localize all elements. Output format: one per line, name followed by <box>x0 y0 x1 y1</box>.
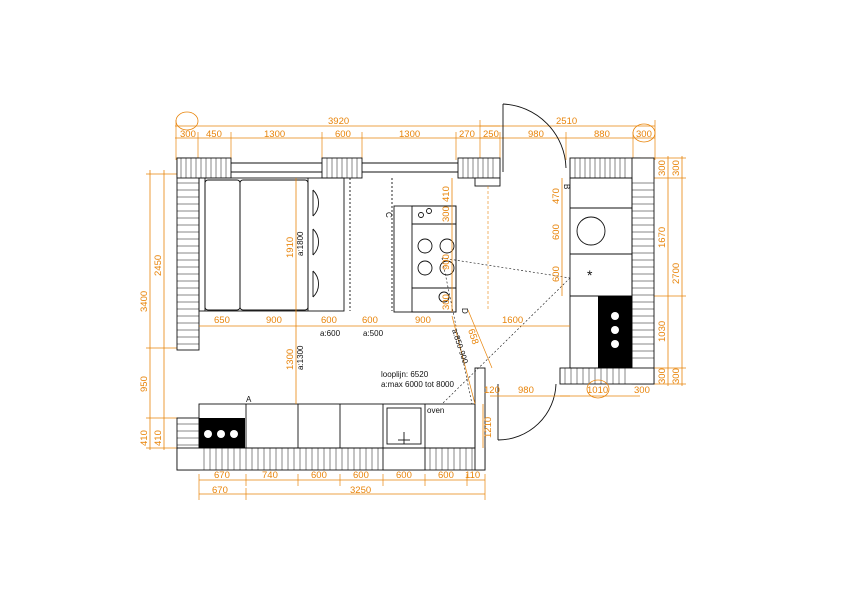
mark-d: D <box>460 308 469 314</box>
walkline-lines <box>441 186 571 405</box>
dim-left-410-outer: 410 <box>139 430 150 446</box>
dim-right-300-outer: 300 <box>671 160 682 176</box>
dim-top-seg-6: 250 <box>483 129 499 140</box>
dim-bottom-600a: 600 <box>311 470 327 481</box>
bottom-counter <box>198 403 476 449</box>
dim-hob-900: 900 <box>441 254 452 270</box>
dim-right-cab-600b: 600 <box>551 266 562 282</box>
dim-top-total: 3920 <box>328 116 349 127</box>
dim-bottom-600d: 600 <box>438 470 454 481</box>
dim-right-1030: 1030 <box>657 321 668 342</box>
left-dimension-lines <box>146 170 178 450</box>
dim-bottom-600b: 600 <box>353 470 369 481</box>
label-a1800: a:1800 <box>296 231 305 256</box>
dim-right-cab-600a: 600 <box>551 224 562 240</box>
dim-top-seg-8: 880 <box>594 129 610 140</box>
dim-top-seg-7: 980 <box>528 129 544 140</box>
dim-door-1010: 1010 <box>587 385 608 396</box>
dim-row1-900b: 900 <box>415 315 431 326</box>
dim-door-300: 300 <box>634 385 650 396</box>
dim-row1-600b: 600 <box>362 315 378 326</box>
interior-dimension-lines <box>199 178 640 495</box>
door-top <box>502 103 567 172</box>
mark-a: A <box>246 395 252 404</box>
dim-top-seg-1: 450 <box>206 129 222 140</box>
mark-c: C <box>384 212 393 218</box>
dim-right-300-outer-bottom: 300 <box>671 368 682 384</box>
bench-seating <box>198 177 393 312</box>
dim-row1-600a: 600 <box>321 315 337 326</box>
dim-right-300-bottom: 300 <box>657 368 668 384</box>
dim-right-cab-470: 470 <box>551 188 562 204</box>
dim-658: 658 <box>465 328 480 346</box>
right-tall-cabinets <box>569 177 633 369</box>
dim-left-2450: 2450 <box>153 255 164 276</box>
top-dimension-lines <box>175 111 656 160</box>
dim-right-300-top: 300 <box>657 160 668 176</box>
walkline-range: a:max 6000 tot 8000 <box>381 380 454 389</box>
dim-left-outer: 3400 <box>139 291 150 312</box>
dim-top-seg-5: 270 <box>459 129 475 140</box>
dim-door-120: 120 <box>484 385 500 396</box>
dim-bottom-670-b: 670 <box>212 485 228 496</box>
label-a600: a:600 <box>320 329 341 338</box>
dim-bottom-740: 740 <box>262 470 278 481</box>
dim-1910: 1910 <box>285 237 296 258</box>
dim-top-seg-0: 300 <box>180 129 196 140</box>
dim-right-outer: 2700 <box>671 263 682 284</box>
dim-top-seg-9: 300 <box>636 129 652 140</box>
walls <box>176 157 655 471</box>
dim-left-950: 950 <box>139 376 150 392</box>
dim-top-seg-3: 600 <box>335 129 351 140</box>
dim-bottom-110: 110 <box>465 470 480 481</box>
dim-door-980: 980 <box>518 385 534 396</box>
label-a1300: a:1300 <box>296 345 305 370</box>
dim-door-1210: 1210 <box>483 417 494 438</box>
dim-bottom-3250: 3250 <box>350 485 371 496</box>
dim-1300-interior: 1300 <box>285 349 296 370</box>
bottom-dim-ticks <box>198 474 486 500</box>
dim-hob-410: 410 <box>441 186 452 202</box>
oven-label: oven <box>427 406 444 415</box>
mark-b: B <box>562 184 571 189</box>
door-bottom-right <box>497 383 557 441</box>
dim-row1-900: 900 <box>266 315 282 326</box>
dim-row1-1600: 1600 <box>502 315 523 326</box>
dim-bottom-600c: 600 <box>396 470 412 481</box>
label-a500: a:500 <box>363 329 384 338</box>
dim-top-seg-4: 1300 <box>399 129 420 140</box>
walkline-length: looplijn: 6520 <box>381 370 429 379</box>
dim-hob-300-bottom: 300 <box>441 294 452 310</box>
dim-right-1670: 1670 <box>657 227 668 248</box>
mark-star: * <box>587 267 593 283</box>
dim-top-right-total: 2510 <box>556 116 577 127</box>
kitchen-island-hob <box>393 205 457 313</box>
dim-left-410-inner: 410 <box>153 430 164 446</box>
dim-bottom-670: 670 <box>214 470 230 481</box>
dim-hob-300-top: 300 <box>441 206 452 222</box>
dim-top-seg-2: 1300 <box>264 129 285 140</box>
dim-row1-650: 650 <box>214 315 230 326</box>
